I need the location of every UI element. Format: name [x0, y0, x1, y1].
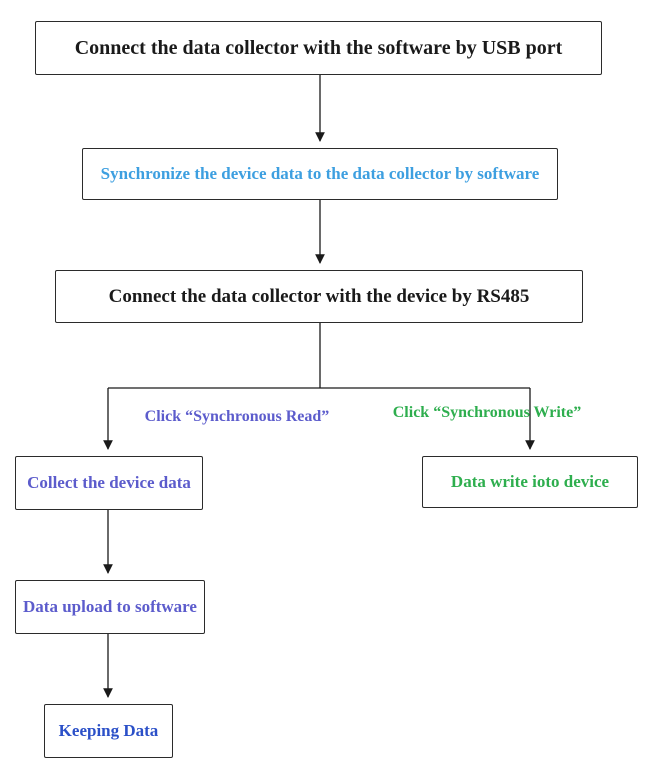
node-data-write-to-device: Data write ioto device	[422, 456, 638, 508]
edge-label-synchronous-write: Click “Synchronous Write”	[392, 404, 582, 421]
node-connect-rs485: Connect the data collector with the devi…	[55, 270, 583, 323]
node-connect-rs485-label: Connect the data collector with the devi…	[108, 285, 530, 307]
node-connect-usb-label: Connect the data collector with the soft…	[74, 36, 563, 59]
edge-label-synchronous-read: Click “Synchronous Read”	[144, 408, 330, 425]
node-data-upload-software: Data upload to software	[15, 580, 205, 634]
node-data-write-to-device-label: Data write ioto device	[450, 472, 610, 492]
node-synchronize-data: Synchronize the device data to the data …	[82, 148, 558, 200]
node-synchronize-data-label: Synchronize the device data to the data …	[100, 164, 540, 184]
node-connect-usb: Connect the data collector with the soft…	[35, 21, 602, 75]
node-collect-device-data-label: Collect the device data	[27, 473, 191, 493]
node-data-upload-software-label: Data upload to software	[23, 597, 197, 617]
node-keeping-data-label: Keeping Data	[58, 721, 159, 741]
node-keeping-data: Keeping Data	[44, 704, 173, 758]
node-collect-device-data: Collect the device data	[15, 456, 203, 510]
